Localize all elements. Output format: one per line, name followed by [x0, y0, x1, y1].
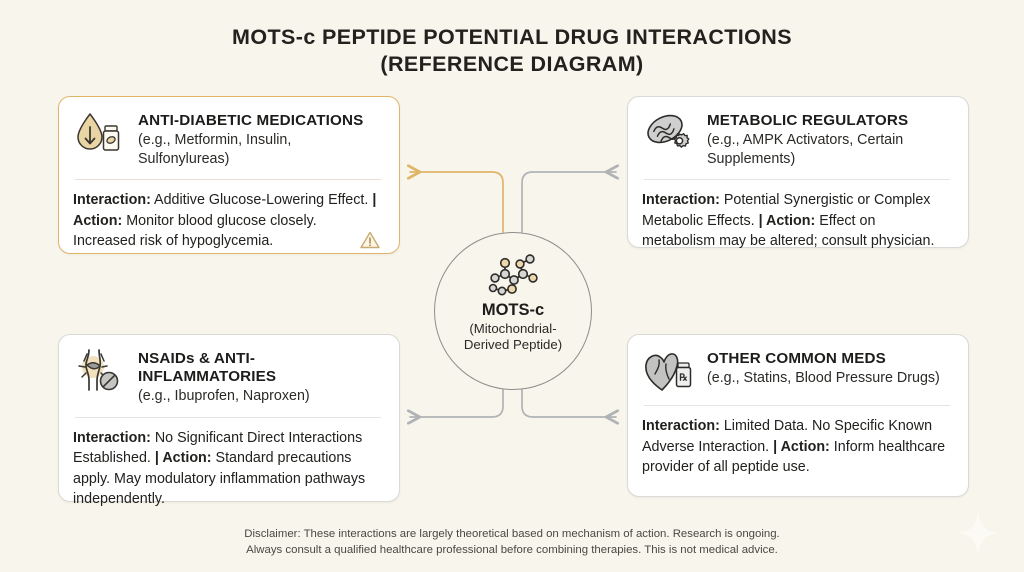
action-label: | Action:: [758, 212, 816, 229]
molecule-icon: [480, 250, 546, 298]
card-subtitle: (e.g., Statins, Blood Pressure Drugs): [707, 370, 940, 386]
card-subtitle: (e.g., AMPK Activators, Certain Suppleme…: [707, 132, 904, 167]
card-title-group: METABOLIC REGULATORS (e.g., AMPK Activat…: [707, 110, 952, 168]
card-nsaids-anti-inflammatories[interactable]: NSAIDs & ANTI-INFLAMMATORIES (e.g., Ibup…: [58, 334, 400, 507]
card-body: Interaction: Limited Data. No Specific K…: [642, 416, 952, 478]
hub-subtitle-line-1: (Mitochondrial-: [469, 321, 557, 336]
interaction-label: Interaction:: [642, 192, 720, 208]
mitochondria-gear-icon: [642, 110, 696, 156]
interaction-text: Additive Glucose-Lowering Effect.: [150, 192, 369, 208]
card-divider: [644, 179, 950, 180]
action-label: | Action:: [773, 438, 830, 455]
card-body: Interaction: No Significant Direct Inter…: [73, 428, 383, 510]
card-title-group: ANTI-DIABETIC MEDICATIONS (e.g., Metform…: [138, 110, 383, 168]
card-divider: [75, 416, 381, 418]
action-label: | Action:: [154, 450, 212, 466]
hub-subtitle-line-2: Derived Peptide): [463, 337, 563, 352]
card-subtitle: (e.g., Ibuprofen, Naproxen): [138, 388, 310, 404]
interaction-text: No Significant Direct Interactions Estab…: [73, 429, 363, 467]
interaction-text: Limited Data. No Specific Known Adverse …: [642, 418, 933, 455]
page-title: MOTS-c PEPTIDE POTENTIAL DRUG INTERACTIO…: [0, 24, 1024, 78]
action-text: Inform healthcare provider of all peptid…: [642, 438, 946, 476]
card-title: NSAIDs & ANTI-INFLAMMATORIES: [138, 350, 277, 385]
heart-rx-vial-icon: ℞: [642, 348, 696, 394]
disclaimer: Disclaimer: These interactions are large…: [0, 527, 1024, 558]
card-body: Interaction: Potential Synergistic or Co…: [642, 190, 952, 252]
disclaimer-line-1: Disclaimer: These interactions are large…: [244, 528, 780, 540]
blood-drop-down-arrow-vial-icon: [73, 110, 127, 156]
hub-title: MOTS-c: [481, 301, 545, 319]
card-divider: [644, 405, 950, 406]
card-other-common-meds[interactable]: ℞ OTHER COMMON MEDS (e.g., Statins, Bloo…: [627, 334, 969, 497]
card-header: ℞ OTHER COMMON MEDS (e.g., Statins, Bloo…: [642, 348, 952, 394]
central-hub-mots-c[interactable]: MOTS-c (Mitochondrial- Derived Peptide): [434, 232, 592, 390]
card-header: ANTI-DIABETIC MEDICATIONS (e.g., Metform…: [73, 110, 383, 168]
card-header: METABOLIC REGULATORS (e.g., AMPK Activat…: [642, 110, 952, 168]
card-title-group: OTHER COMMON MEDS (e.g., Statins, Blood …: [707, 348, 952, 388]
inflamed-joint-pill-icon: [73, 348, 127, 394]
card-header: NSAIDs & ANTI-INFLAMMATORIES (e.g., Ibup…: [73, 348, 383, 406]
card-divider: [75, 179, 381, 180]
interaction-text: Potential Synergistic or Complex Metabol…: [642, 192, 931, 229]
card-title: ANTI-DIABETIC MEDICATIONS: [138, 112, 364, 129]
interaction-label: Interaction:: [642, 418, 720, 434]
disclaimer-line-2: Always consult a qualified healthcare pr…: [246, 543, 778, 556]
card-title-group: NSAIDs & ANTI-INFLAMMATORIES (e.g., Ibup…: [138, 348, 383, 406]
interaction-label: Interaction:: [73, 429, 151, 446]
card-title: OTHER COMMON MEDS: [707, 350, 886, 367]
action-text: Effect on metabolism may be altered; con…: [642, 212, 935, 250]
four-point-star-icon: [956, 510, 1000, 556]
action-text: Monitor blood glucose closely. Increased…: [73, 212, 317, 250]
card-metabolic-regulators[interactable]: METABOLIC REGULATORS (e.g., AMPK Activat…: [627, 96, 969, 249]
svg-text:℞: ℞: [679, 373, 688, 384]
warning-triangle-icon: [359, 230, 381, 250]
card-title: METABOLIC REGULATORS: [707, 112, 909, 129]
interaction-label: Interaction:: [73, 192, 151, 208]
card-anti-diabetic-medications[interactable]: ANTI-DIABETIC MEDICATIONS (e.g., Metform…: [58, 96, 400, 254]
action-text: Standard precautions apply. May modulato…: [73, 450, 366, 507]
title-line-2: (REFERENCE DIAGRAM): [380, 52, 644, 76]
hub-subtitle: (Mitochondrial- Derived Peptide): [464, 321, 562, 353]
card-subtitle: (e.g., Metformin, Insulin, Sulfonylureas…: [138, 132, 292, 167]
card-body: Interaction: Additive Glucose-Lowering E…: [73, 190, 383, 252]
action-label: | Action:: [73, 192, 377, 229]
title-line-1: MOTS-c PEPTIDE POTENTIAL DRUG INTERACTIO…: [232, 25, 792, 49]
